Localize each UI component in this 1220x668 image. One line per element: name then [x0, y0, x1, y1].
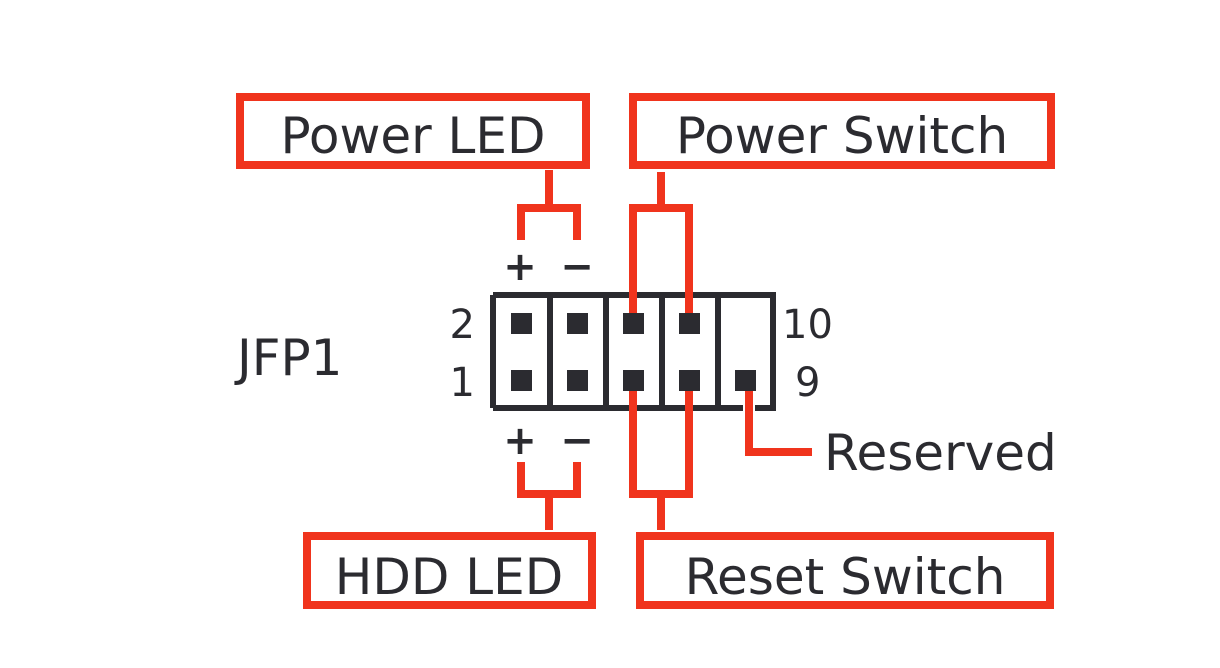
- header-name: JFP1: [234, 329, 342, 387]
- pins: [511, 313, 756, 391]
- reset-switch-label: Reset Switch: [685, 548, 1006, 606]
- pin-7: [679, 370, 700, 391]
- power-led-minus: −: [560, 244, 594, 290]
- reserved-connector: [745, 381, 812, 456]
- reset-switch-box: [636, 532, 1054, 609]
- power-switch-label: Power Switch: [676, 107, 1008, 165]
- pin-3: [567, 370, 588, 391]
- power-led-plus: +: [503, 244, 537, 290]
- pin-number-9: 9: [795, 360, 820, 406]
- hdd-led-label: HDD LED: [335, 548, 563, 606]
- pin-6: [623, 313, 644, 334]
- hdd-led-connector: [517, 462, 581, 530]
- hdd-led-minus: −: [560, 418, 594, 464]
- hdd-led-plus: +: [503, 418, 537, 464]
- reserved-label: Reserved: [824, 424, 1057, 482]
- header-housing: [490, 292, 776, 411]
- pin-1: [511, 370, 532, 391]
- power-led-label: Power LED: [280, 107, 545, 165]
- pin-number-10: 10: [782, 302, 833, 348]
- pin-number-1: 1: [450, 360, 475, 406]
- power-switch-box: [629, 93, 1055, 169]
- pin-4: [567, 313, 588, 334]
- pin-number-2: 2: [450, 302, 475, 348]
- connector-lines: [517, 170, 812, 530]
- power-switch-connector: [629, 172, 693, 314]
- pin-5: [623, 370, 644, 391]
- pin-2: [511, 313, 532, 334]
- pin-9: [735, 370, 756, 391]
- power-led-box: [236, 93, 590, 169]
- power-led-connector: [517, 170, 581, 240]
- hdd-led-box: [303, 532, 596, 609]
- pin-8: [679, 313, 700, 334]
- reset-switch-connector: [629, 381, 693, 530]
